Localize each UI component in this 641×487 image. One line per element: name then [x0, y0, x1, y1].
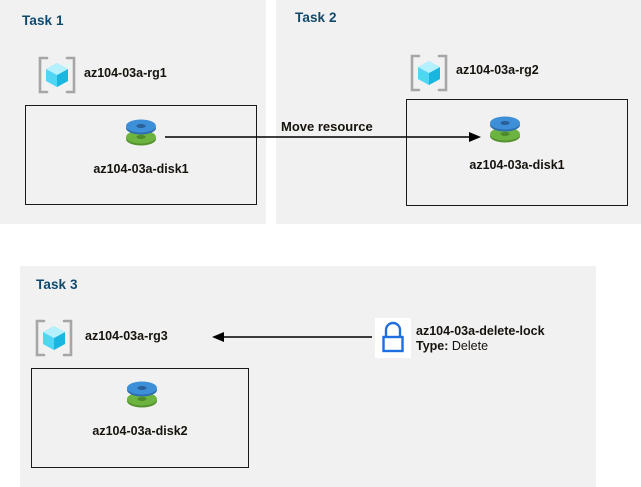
disk-icon — [119, 113, 163, 157]
lock-name: az104-03a-delete-lock — [416, 324, 545, 338]
resource-group-icon — [36, 55, 78, 95]
lock-type-key: Type: — [416, 339, 449, 353]
task-3-title: Task 3 — [36, 277, 78, 292]
task-2-title: Task 2 — [295, 10, 337, 25]
resource-group-label: az104-03a-rg3 — [85, 329, 168, 343]
move-resource-label: Move resource — [281, 119, 373, 134]
lock-info-block: az104-03a-delete-lock Type: Delete — [416, 324, 545, 354]
disk-label: az104-03a-disk1 — [93, 162, 189, 176]
disk-icon — [120, 375, 164, 419]
disk-icon — [483, 110, 527, 154]
resource-group-label: az104-03a-rg2 — [456, 63, 539, 77]
resource-group-icon — [408, 53, 450, 93]
resource-group-label: az104-03a-rg1 — [84, 66, 167, 80]
lock-icon — [375, 318, 411, 358]
lock-type-line: Type: Delete — [416, 339, 545, 354]
disk-label: az104-03a-disk2 — [92, 424, 188, 438]
task-1-title: Task 1 — [22, 13, 64, 28]
disk-label: az104-03a-disk1 — [469, 158, 565, 172]
lock-type-value: Delete — [451, 339, 489, 353]
resource-group-boundary-box — [406, 99, 628, 206]
resource-group-icon — [33, 318, 75, 358]
